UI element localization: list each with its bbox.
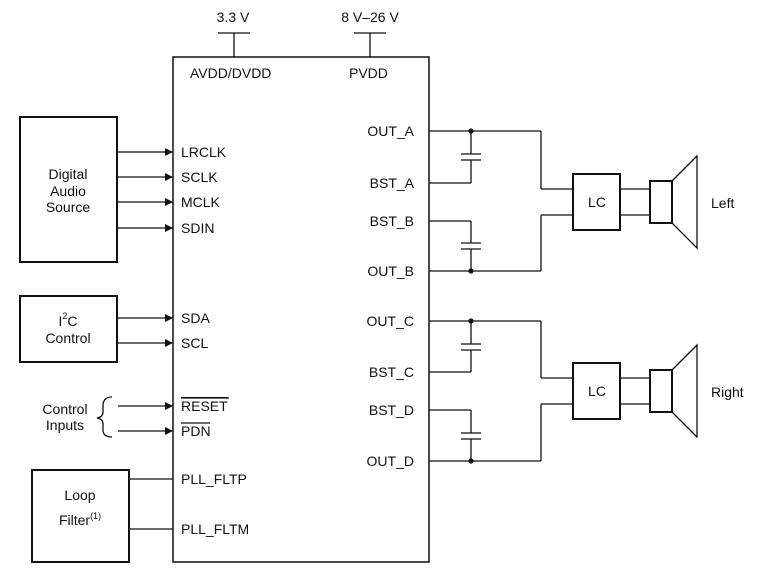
i2c-label: I2C <box>58 311 77 329</box>
i2c-control-block <box>19 295 118 363</box>
speaker-left-label: Left <box>711 195 734 211</box>
speaker-right-label: Right <box>711 384 744 400</box>
control-inputs-line1: Control <box>42 401 87 417</box>
i2c-control-line2: Control <box>45 330 90 346</box>
digital-audio-line1: Digital <box>49 166 88 182</box>
pin-mclk: MCLK <box>181 194 221 210</box>
pin-bst-d: BST_D <box>369 402 414 418</box>
amplifier-chip <box>172 56 430 563</box>
control-inputs-line2: Inputs <box>46 417 84 433</box>
lc-filter-bottom <box>572 362 621 420</box>
left-speaker-icon <box>649 154 698 250</box>
pin-bst-a: BST_A <box>370 175 415 191</box>
pin-pll-fltm: PLL_FLTM <box>181 521 249 537</box>
pin-out-c: OUT_C <box>367 313 414 329</box>
supply-power: 8 V–26 V <box>341 9 399 57</box>
lc-filter-top <box>572 173 621 231</box>
pin-out-b: OUT_B <box>367 263 414 279</box>
digital-audio-line3: Source <box>46 199 91 215</box>
top-channel-wiring <box>429 128 573 274</box>
bottom-channel-wiring <box>429 318 573 464</box>
supply-analog-label: 3.3 V <box>217 9 250 25</box>
pin-scl: SCL <box>181 335 208 351</box>
pin-reset: RESET <box>181 398 228 414</box>
pin-avdd-dvdd: AVDD/DVDD <box>190 65 271 81</box>
pin-bst-c: BST_C <box>369 364 414 380</box>
lc-filter-top-label: LC <box>588 194 606 210</box>
pin-pdn: PDN <box>181 423 211 439</box>
right-speaker-icon <box>649 343 698 439</box>
pin-bst-b: BST_B <box>370 213 414 229</box>
pin-lrclk: LRCLK <box>181 144 227 160</box>
pin-sda: SDA <box>181 310 210 326</box>
lc-filter-bottom-label: LC <box>588 383 606 399</box>
digital-audio-source-block <box>19 116 118 263</box>
supply-analog: 3.3 V <box>217 9 250 57</box>
pin-sclk: SCLK <box>181 169 218 185</box>
pin-out-a: OUT_A <box>367 123 414 139</box>
loop-filter-line1: Loop <box>64 487 95 503</box>
pin-sdin: SDIN <box>181 220 214 236</box>
loop-filter-block <box>31 469 130 563</box>
control-inputs-brace <box>96 396 113 438</box>
digital-audio-line2: Audio <box>50 183 86 199</box>
loop-filter-line2: Filter(1) <box>59 511 101 528</box>
pin-pvdd: PVDD <box>349 65 388 81</box>
pin-pll-fltp: PLL_FLTP <box>181 471 247 487</box>
pin-out-d: OUT_D <box>367 453 414 469</box>
supply-power-label: 8 V–26 V <box>341 9 399 25</box>
